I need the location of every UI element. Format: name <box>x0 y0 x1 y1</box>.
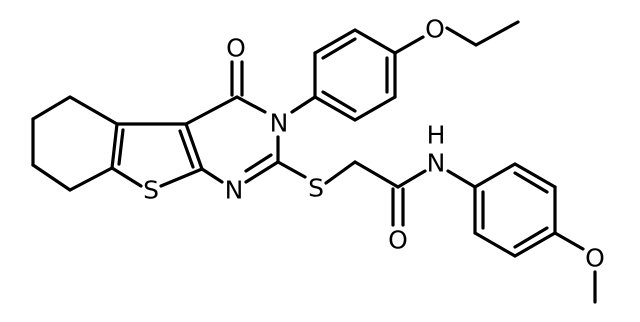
pyrimidine-n1-label: N <box>225 176 244 205</box>
bond <box>313 95 357 122</box>
thioether-sulfur-label: S <box>308 174 324 203</box>
bond <box>353 95 397 122</box>
bond <box>31 163 72 192</box>
bond <box>353 28 397 55</box>
bond <box>68 166 114 192</box>
bond <box>184 122 204 171</box>
bond <box>290 95 317 114</box>
bond <box>446 169 477 189</box>
bond <box>474 20 520 47</box>
bond <box>178 129 195 169</box>
bond <box>513 171 549 194</box>
bond <box>276 160 307 179</box>
carbonyl-oxygen-label: O <box>226 34 246 63</box>
bond <box>513 162 557 189</box>
thiophene-sulfur-label: S <box>143 176 159 205</box>
amide-nitrogen-label: N <box>427 149 446 178</box>
bonds <box>31 20 597 304</box>
atom-labels: O N N S S O H N O O <box>143 15 605 273</box>
bond <box>513 226 549 249</box>
bond <box>396 169 427 189</box>
bond <box>321 37 357 60</box>
bond <box>393 35 425 55</box>
bond <box>473 162 517 189</box>
ethoxy-oxygen-label: O <box>425 15 445 44</box>
bond <box>31 95 72 121</box>
bond <box>110 122 119 170</box>
amide-oxygen-label: O <box>388 226 408 255</box>
pyrimidine-n3-label: N <box>270 109 289 138</box>
bond <box>313 28 357 55</box>
bond <box>513 231 557 258</box>
bond <box>324 160 357 185</box>
bond <box>445 26 478 47</box>
bond <box>117 128 125 166</box>
bond <box>159 167 204 188</box>
bond <box>244 153 273 173</box>
bond <box>235 95 267 114</box>
amide-hydrogen-label: H <box>427 121 446 150</box>
bond <box>184 95 239 126</box>
bond <box>353 160 400 189</box>
bond <box>110 166 143 188</box>
bond <box>200 167 224 184</box>
bond <box>68 95 119 126</box>
methoxy-oxygen-label: O <box>585 244 605 273</box>
bond <box>553 231 585 251</box>
bond <box>244 160 280 184</box>
bond <box>473 231 517 258</box>
bond <box>321 90 357 113</box>
